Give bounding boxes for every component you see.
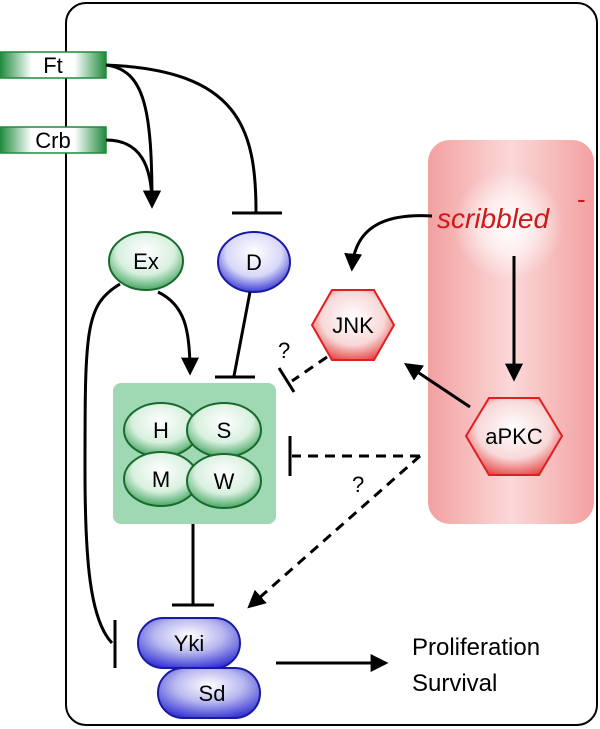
ex-inhibits-yki-line — [83, 282, 121, 645]
crb-label: Crb — [35, 128, 70, 153]
sd-label: Sd — [199, 681, 226, 706]
ft-receptor: Ft — [0, 51, 107, 79]
ft-label: Ft — [43, 53, 63, 78]
jnk-node: JNK — [310, 289, 396, 361]
apkc-label: aPKC — [485, 424, 543, 449]
crb-receptor: Crb — [0, 126, 107, 154]
jnk-inhibits-core-dashed — [291, 355, 328, 383]
w-label: W — [214, 469, 235, 494]
scribbled-to-jnk-arrow — [344, 214, 433, 272]
jnk-question-mark: ? — [278, 338, 290, 363]
scribbled-superscript: - — [577, 184, 586, 214]
h-label: H — [153, 418, 169, 443]
core-kinase-box — [113, 383, 276, 524]
scribbled-glow — [453, 170, 563, 280]
apkc-to-yki-dashed-arrow — [247, 454, 421, 609]
s-node: S — [186, 402, 262, 458]
apkc-to-jnk-arrow — [404, 363, 471, 409]
d-node: D — [217, 231, 291, 293]
output-survival: Survival — [412, 670, 497, 697]
apkc-question-mark: ? — [352, 472, 364, 497]
jnk-inhibits-core-bar — [277, 367, 296, 393]
output-proliferation: Proliferation — [412, 634, 540, 661]
sd-node: Sd — [157, 667, 261, 719]
ex-to-core-arrow — [157, 290, 199, 376]
ft-to-ex-arrow — [105, 63, 161, 209]
ex-node: Ex — [108, 231, 184, 291]
d-inhibits-core-line — [232, 291, 252, 377]
ft-inhibits-d-line — [105, 63, 258, 213]
scribbled-label: scribbled — [437, 203, 550, 234]
d-label: D — [246, 250, 262, 275]
yki-label: Yki — [174, 631, 205, 656]
crb-to-ex-arrow — [105, 138, 161, 209]
yki-node: Yki — [137, 617, 241, 669]
ex-label: Ex — [133, 249, 159, 274]
apkc-node: aPKC — [464, 397, 564, 476]
w-node: W — [186, 453, 262, 509]
jnk-label: JNK — [332, 313, 374, 338]
m-label: M — [152, 467, 170, 492]
s-label: S — [217, 418, 232, 443]
